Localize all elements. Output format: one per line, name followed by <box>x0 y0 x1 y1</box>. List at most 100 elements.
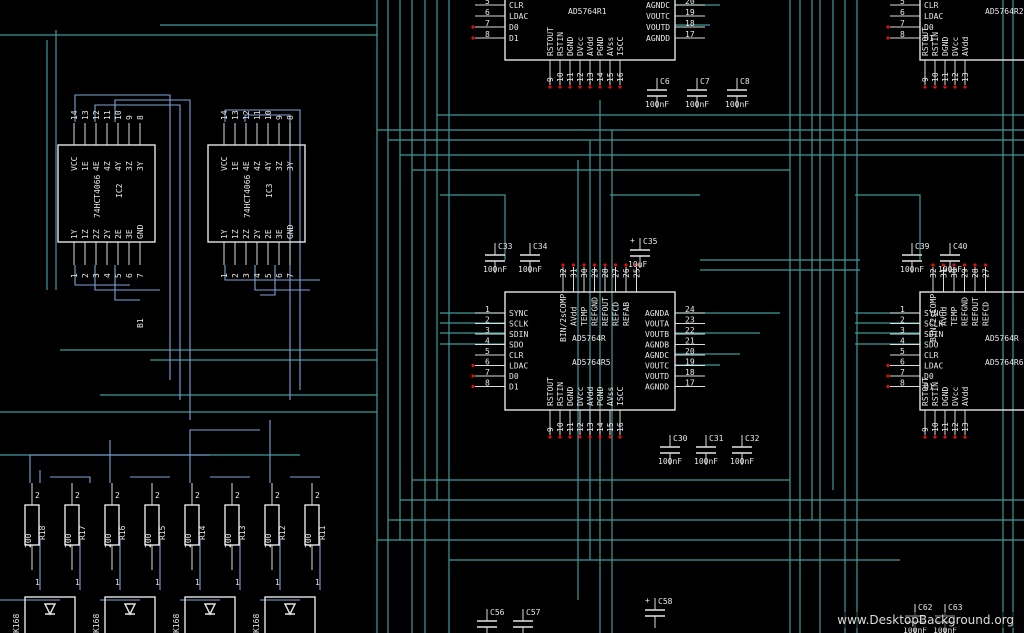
ic3-pin-number: 2 <box>231 273 240 278</box>
dac-center-pin-marker <box>613 263 618 267</box>
ic2-pin-number: 10 <box>114 110 123 120</box>
dac-center-pin-number: 7 <box>485 368 490 377</box>
dac-center-pin-label: AGNDD <box>645 383 669 392</box>
dac-right-mid-pin-marker <box>933 435 937 439</box>
dac-top-center-pin-number: 15 <box>606 72 615 82</box>
dac-right-mid-pin-label: DVcc <box>951 387 960 406</box>
resistor-r18-ref: R18 <box>38 525 47 540</box>
dac-right-mid-pin-marker <box>952 263 956 267</box>
ic3-pin-label: 4E <box>242 161 251 171</box>
resistor-r17-pin-number: 1 <box>75 578 80 587</box>
ic2-pin-label: 4E <box>92 161 101 171</box>
dac-top-center-pin-label: ISCC <box>616 37 625 56</box>
dac-right-mid-name-a: AD5764R <box>985 334 1019 343</box>
ic2-pin-number: 8 <box>136 115 145 120</box>
resistor-r11-ref: R11 <box>318 525 327 540</box>
dac-center-pin-number: 2 <box>485 316 490 325</box>
dac-center-pin-number: 23 <box>685 316 695 325</box>
dac-center-pin-marker <box>608 435 612 439</box>
dac-center-pin-label: AGNDC <box>645 351 669 360</box>
ic2-pin-label: 2Z <box>92 229 101 239</box>
dac-right-mid-pin-label: SDIN <box>924 330 943 339</box>
ic2-pin-number: 7 <box>136 273 145 278</box>
resistor-r14-pin-number: 2 <box>195 491 200 500</box>
dac-right-top-pin-marker <box>953 85 957 89</box>
dac-right-mid-pin-label: AVdd <box>961 387 970 406</box>
dac-center-pin-marker <box>624 263 628 267</box>
dac-center-pin-marker <box>571 263 576 267</box>
dac-right-mid-pin-number: 13 <box>961 422 970 432</box>
resistor-r18-pin-number: 1 <box>35 578 40 587</box>
ic2-pin-label: 2Y <box>103 229 112 239</box>
dac-top-center-pin-label: DGND <box>566 37 575 56</box>
resistor-r12-ref: R12 <box>278 525 287 540</box>
dac-right-mid-pin-marker <box>963 435 967 439</box>
dac-center-pin-label: PGND <box>596 387 605 406</box>
ic2-pin-label: 1Z <box>81 229 90 239</box>
resistor-r12-value: 200 <box>264 533 273 548</box>
dac-center-pin-number: 32 <box>559 268 568 278</box>
dac-right-mid-pin-label: RSTIN <box>931 382 940 406</box>
ic2-pin-number: 11 <box>103 110 112 120</box>
dac-top-center-pin-label: LDAC <box>509 12 528 21</box>
dac-center-pin-number: 31 <box>570 268 579 278</box>
dac-center-pin-number: 14 <box>596 422 605 432</box>
dac-right-mid-pin-marker <box>941 263 946 267</box>
optocoupler-3-label: K168 <box>172 614 181 633</box>
dac-right-mid-pin-number: 32 <box>929 268 938 278</box>
dac-center-pin-number: 27 <box>612 268 621 278</box>
ic2-pin-label: VCC <box>70 156 79 171</box>
dac-right-mid-pin-label: LDAC <box>924 362 943 371</box>
dac-right-mid-pin-marker <box>983 263 988 267</box>
resistor-r13-pin-number: 1 <box>235 578 240 587</box>
dac-top-center-pin-marker <box>558 85 562 89</box>
dac-center-pin-number: 17 <box>685 379 695 388</box>
dac-center-pin-marker <box>471 363 475 368</box>
ic2-pin-number: 12 <box>92 110 101 120</box>
ic3-pin-number: 3 <box>242 273 251 278</box>
dac-top-center-pin-label: RSTOUT <box>546 27 555 56</box>
resistor-r11-value: 200 <box>304 533 313 548</box>
ic3-pin-label: 1Z <box>231 229 240 239</box>
dac-top-center-pin-number: 13 <box>586 72 595 82</box>
ic3-pin-number: 14 <box>220 110 229 120</box>
dac-center-pin-label: ISCC <box>616 387 625 406</box>
dac-top-center-pin-number: 18 <box>685 19 695 28</box>
dac-right-top-pin-number: 12 <box>951 72 960 82</box>
dac-top-center-pin-label: RSTIN <box>556 32 565 56</box>
resistor-r18-value: 200 <box>24 533 33 548</box>
dac-right-mid-pin-number: 1 <box>900 305 905 314</box>
ic3-pin-label: 2E <box>264 229 273 239</box>
resistor-r17-value: 200 <box>64 533 73 548</box>
ic2-part-name: 74HCT4066 <box>93 174 102 218</box>
dac-center-pin-label: SDIN <box>509 330 528 339</box>
dac-right-top-pin-label: DGND <box>941 37 950 56</box>
resistor-r17-ref: R17 <box>78 525 87 540</box>
dac-right-top-pin-label: LDAC <box>924 12 943 21</box>
cap-c35-value: 10uF <box>628 260 647 269</box>
resistor-r13-pin-number: 2 <box>235 491 240 500</box>
dac-top-center-pin-number: 14 <box>596 72 605 82</box>
dac-top-center-pin-number: 17 <box>685 30 695 39</box>
dac-center-pin-marker <box>471 384 475 389</box>
cap-c63-value: 100nF <box>933 626 957 633</box>
dac-center-pin-marker <box>582 263 586 267</box>
ic2-pin-label: 4Y <box>114 161 123 171</box>
optocoupler-2-label: K168 <box>92 614 101 633</box>
dac-center-name-b: AD5764R5 <box>572 358 611 367</box>
dac-center-pin-marker <box>598 435 602 439</box>
jumper-label: B1 <box>136 318 145 328</box>
resistor-r14-ref: R14 <box>198 525 207 540</box>
ic3-part-name: 74HCT4066 <box>243 174 252 218</box>
resistor-r16-pin-number: 1 <box>115 578 120 587</box>
dac-right-mid-pin-number: 31 <box>940 268 949 278</box>
dac-right-top-pin-label: AVdd <box>961 37 970 56</box>
resistor-r14-value: 200 <box>184 533 193 548</box>
dac-top-center-pin-label: CLR <box>509 1 524 10</box>
ic2-pin-label: 2E <box>114 229 123 239</box>
resistor-r16-pin-number: 2 <box>115 491 120 500</box>
dac-center-pin-number: 10 <box>556 422 565 432</box>
ic3-pin-number: 10 <box>264 110 273 120</box>
ic3-pin-label: 2Y <box>253 229 262 239</box>
